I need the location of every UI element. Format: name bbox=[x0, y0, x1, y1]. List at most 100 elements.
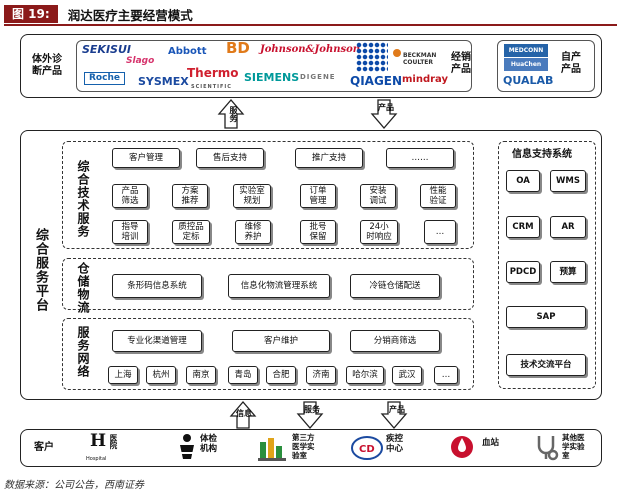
product-arrow-label-2: 产品 bbox=[389, 405, 405, 414]
ivd-label-line2: 断产品 bbox=[32, 66, 62, 77]
city-cell: 合肥 bbox=[266, 366, 296, 384]
product-down-arrow-2 bbox=[380, 401, 408, 429]
qiagen-logo: QIAGEN bbox=[350, 74, 403, 88]
tech-cell-row3-6: … bbox=[424, 220, 456, 244]
tech-cell-row2-6: 性能 验证 bbox=[420, 184, 456, 208]
customers-label: 客户 bbox=[34, 442, 54, 453]
svg-text:CD: CD bbox=[359, 444, 375, 455]
city-cell: 济南 bbox=[306, 366, 336, 384]
tech-cell-after-sales: 售后支持 bbox=[196, 148, 264, 168]
product-down-arrow bbox=[370, 99, 398, 129]
figure-title: 润达医疗主要经营模式 bbox=[67, 7, 193, 23]
own-products-label: 自产 产品 bbox=[561, 52, 581, 76]
info-arrow-label: 信息 bbox=[236, 409, 252, 418]
bd-logo: BD bbox=[226, 39, 250, 57]
tech-cell-row3-2: 质控品 定标 bbox=[172, 220, 210, 244]
coulter-logo: COULTER bbox=[403, 59, 434, 66]
info-crm: CRM bbox=[506, 216, 540, 238]
own-label-line1: 自产 bbox=[561, 52, 581, 63]
info-oa: OA bbox=[506, 170, 540, 192]
huachen-logo: HuaChen bbox=[504, 58, 548, 71]
own-label-line2: 产品 bbox=[561, 64, 581, 75]
sekisui-logo: SEKISUI bbox=[82, 43, 132, 56]
distributed-label-line1: 经销 bbox=[451, 52, 471, 63]
ivd-label: 体外诊 断产品 bbox=[32, 54, 62, 78]
thermo-logo: Thermo bbox=[187, 66, 239, 80]
info-wms: WMS bbox=[550, 170, 586, 192]
customer-health-check: 体检 机构 bbox=[200, 434, 218, 454]
distributed-label-line2: 产品 bbox=[451, 64, 471, 75]
cdc-icon: CD bbox=[350, 434, 384, 462]
tech-cell-customer-mgmt: 客户管理 bbox=[112, 148, 180, 168]
tech-cell-more: …… bbox=[386, 148, 454, 168]
logistics-cold-chain: 冷链仓储配送 bbox=[350, 274, 440, 298]
city-cell: 哈尔滨 bbox=[346, 366, 384, 384]
figure-header: 图 19: 润达医疗主要经营模式 bbox=[4, 4, 617, 26]
qiagen-dots-icon bbox=[356, 42, 388, 72]
network-channel-mgmt: 专业化渠道管理 bbox=[112, 330, 202, 352]
siemens-logo: SIEMENS bbox=[244, 71, 300, 84]
customer-third-party-lab: 第三方 医学实 验室 bbox=[292, 433, 315, 460]
city-cell: … bbox=[434, 366, 458, 384]
slago-logo: Slago bbox=[126, 56, 155, 66]
ivd-label-line1: 体外诊 bbox=[32, 54, 62, 65]
platform-label: 综合服务平台 bbox=[33, 228, 48, 312]
customer-hospital: 医院 bbox=[109, 434, 118, 449]
abbott-logo: Abbott bbox=[168, 46, 207, 57]
tech-cell-row2-4: 订单 管理 bbox=[300, 184, 336, 208]
logistics-label: 仓储物流 bbox=[76, 262, 90, 314]
city-cell: 青岛 bbox=[228, 366, 258, 384]
city-cell: 南京 bbox=[186, 366, 216, 384]
info-tech-platform: 技术交流平台 bbox=[506, 354, 586, 376]
info-up-arrow bbox=[229, 401, 257, 429]
sysmex-logo: SYSMEX bbox=[138, 75, 189, 88]
tech-cell-row3-5: 24小 时响应 bbox=[360, 220, 398, 244]
figure-tag: 图 19: bbox=[4, 5, 58, 23]
distributed-label: 经销 产品 bbox=[451, 52, 471, 76]
info-sap: SAP bbox=[506, 306, 586, 328]
tech-cell-row2-3: 实验室 规划 bbox=[233, 184, 271, 208]
tech-cell-row3-4: 批号 保留 bbox=[300, 220, 336, 244]
service-arrow-label: 服务 bbox=[229, 106, 238, 122]
qualab-logo: QUALAB bbox=[503, 74, 554, 87]
customer-hospital-en: Hospital bbox=[86, 456, 107, 462]
data-source: 数据来源：公司公告，西南证券 bbox=[4, 480, 144, 491]
hospital-h-icon: H bbox=[90, 431, 107, 451]
service-down-arrow bbox=[296, 401, 324, 429]
service-arrow-label-2: 服务 bbox=[304, 405, 320, 414]
digene-logo: DIGENE bbox=[300, 73, 336, 81]
info-budget: 预算 bbox=[550, 261, 586, 283]
customer-cdc: 疾控 中心 bbox=[386, 434, 404, 454]
customer-other-lab: 其他医 学实验 室 bbox=[562, 433, 585, 460]
city-cell: 杭州 bbox=[146, 366, 176, 384]
tech-cell-promotion: 推广支持 bbox=[295, 148, 363, 168]
info-pdcd: PDCD bbox=[506, 261, 540, 283]
network-customer-care: 客户维护 bbox=[232, 330, 330, 352]
logistics-mgmt-system: 信息化物流管理系统 bbox=[228, 274, 330, 298]
service-up-arrow bbox=[217, 99, 245, 129]
network-distributor: 分销商筛选 bbox=[350, 330, 440, 352]
customers-box bbox=[20, 429, 602, 467]
tech-cell-row3-1: 指导 培训 bbox=[112, 220, 148, 244]
customer-blood-station: 血站 bbox=[482, 438, 500, 448]
tech-cell-row3-3: 维修 养护 bbox=[235, 220, 271, 244]
city-cell: 上海 bbox=[108, 366, 138, 384]
distributed-products-box bbox=[76, 40, 472, 92]
logistics-barcode: 条形码信息系统 bbox=[112, 274, 202, 298]
tech-cell-row2-1: 产品 筛选 bbox=[112, 184, 148, 208]
tech-cell-row2-2: 方案 推荐 bbox=[172, 184, 208, 208]
service-network-label: 服务网络 bbox=[76, 326, 90, 378]
medconn-logo: MEDCONN bbox=[504, 44, 548, 57]
lab-icon bbox=[258, 434, 288, 462]
beckman-logo: BECKMAN bbox=[403, 52, 437, 59]
beckman-icon bbox=[393, 49, 401, 57]
info-system-label: 信息支持系统 bbox=[512, 149, 572, 160]
info-ar: AR bbox=[550, 216, 586, 238]
product-arrow-label: 产品 bbox=[378, 103, 394, 112]
roche-logo: Roche bbox=[84, 72, 125, 85]
city-cell: 武汉 bbox=[392, 366, 422, 384]
jj-logo: Johnson&Johnson bbox=[260, 44, 361, 55]
health-check-icon bbox=[176, 433, 198, 461]
stethoscope-icon bbox=[534, 433, 560, 461]
tech-services-label: 综合技术服务 bbox=[76, 160, 90, 238]
